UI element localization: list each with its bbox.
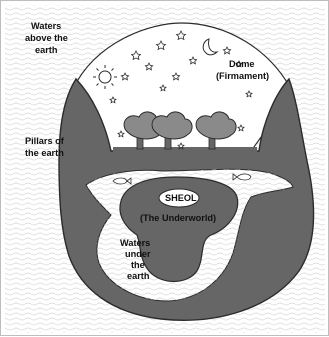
label-underworld: (The Underworld) (140, 213, 216, 223)
label-sheol: SHEOL (165, 193, 197, 203)
land-surface (113, 147, 257, 167)
